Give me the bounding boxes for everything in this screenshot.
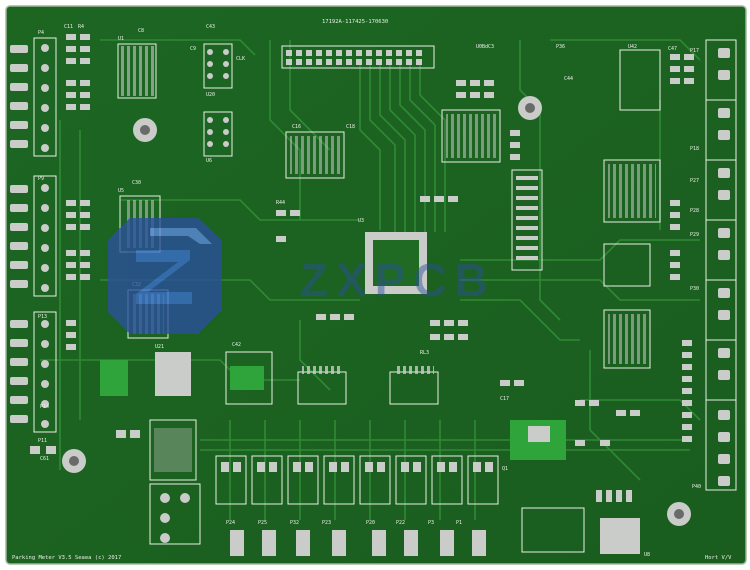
svg-text:C43: C43 bbox=[206, 24, 215, 30]
svg-text:R4: R4 bbox=[78, 24, 84, 30]
integrated-circuits bbox=[100, 43, 661, 554]
svg-text:C16: C16 bbox=[292, 124, 301, 130]
svg-text:C61: C61 bbox=[40, 456, 49, 462]
left-edge-connectors bbox=[10, 37, 57, 433]
svg-text:RL3: RL3 bbox=[420, 350, 429, 356]
svg-text:C18: C18 bbox=[346, 124, 355, 130]
svg-text:C30: C30 bbox=[132, 180, 141, 186]
right-edge-connectors bbox=[705, 39, 737, 491]
svg-text:P4: P4 bbox=[38, 30, 44, 36]
svg-text:CLK: CLK bbox=[236, 56, 245, 62]
svg-text:C44: C44 bbox=[564, 76, 573, 82]
green-pad-left bbox=[100, 360, 128, 396]
svg-text:C9: C9 bbox=[190, 46, 196, 52]
svg-text:U6: U6 bbox=[206, 158, 212, 164]
svg-text:P9: P9 bbox=[38, 176, 44, 182]
svg-text:C47: C47 bbox=[668, 46, 677, 52]
svg-text:P30: P30 bbox=[690, 286, 699, 292]
svg-text:U20: U20 bbox=[206, 92, 215, 98]
svg-text:P40: P40 bbox=[692, 484, 701, 490]
svg-text:P23: P23 bbox=[322, 520, 331, 526]
svg-text:P3: P3 bbox=[428, 520, 434, 526]
svg-text:P18: P18 bbox=[690, 146, 699, 152]
svg-text:P13: P13 bbox=[38, 314, 47, 320]
svg-text:P1: P1 bbox=[456, 520, 462, 526]
svg-text:U5: U5 bbox=[118, 188, 124, 194]
svg-text:U0BdC3: U0BdC3 bbox=[476, 44, 494, 50]
svg-text:U21: U21 bbox=[155, 344, 164, 350]
svg-text:P22: P22 bbox=[396, 520, 405, 526]
svg-text:C11: C11 bbox=[64, 24, 73, 30]
svg-text:R44: R44 bbox=[276, 200, 285, 206]
mounting-holes bbox=[62, 96, 691, 526]
top-pin-header bbox=[281, 45, 435, 69]
svg-text:P11: P11 bbox=[38, 438, 47, 444]
board-serial-number: 17192A-117425-170630 bbox=[322, 19, 388, 25]
bottom-edge-connector bbox=[230, 530, 486, 556]
svg-text:P20: P20 bbox=[366, 520, 375, 526]
bottom-relay-pads bbox=[221, 462, 493, 472]
svg-text:C42: C42 bbox=[232, 342, 241, 348]
svg-text:U42: U42 bbox=[628, 44, 637, 50]
board-edge bbox=[5, 5, 747, 565]
svg-text:Q1: Q1 bbox=[502, 466, 508, 472]
svg-text:C17: C17 bbox=[500, 396, 509, 402]
svg-text:P28: P28 bbox=[690, 208, 699, 214]
board-footer-left: Parking Meter V3.5 Seaea (c) 2017 bbox=[12, 555, 121, 561]
svg-text:P24: P24 bbox=[226, 520, 235, 526]
svg-text:P27: P27 bbox=[690, 178, 699, 184]
svg-text:U1: U1 bbox=[118, 36, 124, 42]
svg-text:P25: P25 bbox=[258, 520, 267, 526]
board-footer-right: Hort V/V bbox=[705, 555, 732, 561]
watermark-wordmark: ZXPCB bbox=[300, 254, 496, 306]
svg-text:C8: C8 bbox=[138, 28, 144, 34]
bottom-relay-row bbox=[215, 455, 499, 505]
svg-text:P17: P17 bbox=[690, 48, 699, 54]
svg-text:P36: P36 bbox=[556, 44, 565, 50]
svg-text:P32: P32 bbox=[290, 520, 299, 526]
svg-text:P29: P29 bbox=[690, 232, 699, 238]
smd-components bbox=[30, 34, 694, 502]
svg-text:U3: U3 bbox=[358, 218, 364, 224]
svg-text:P14: P14 bbox=[40, 404, 49, 410]
svg-text:U8: U8 bbox=[644, 552, 650, 558]
watermark-logo bbox=[108, 218, 222, 334]
